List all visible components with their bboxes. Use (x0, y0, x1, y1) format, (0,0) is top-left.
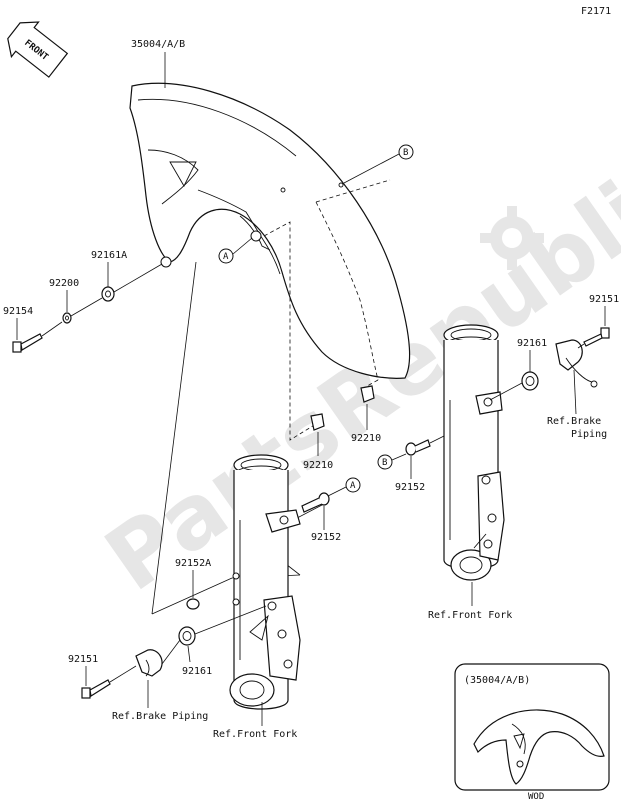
label-ref-front-fork-right: Ref.Front Fork (428, 610, 512, 621)
label-92152-b: 92152 (395, 482, 425, 493)
label-92151-lower: 92151 (68, 654, 98, 665)
label-92151-right: 92151 (589, 294, 619, 305)
label-92161-lower: 92161 (182, 666, 212, 677)
label-ref-brake-piping-left: Ref.Brake Piping (112, 711, 208, 722)
bolt-92152-b (405, 439, 431, 456)
label-92161a: 92161A (91, 250, 127, 261)
marker-a-fender-label: A (223, 252, 229, 262)
label-fender: 35004/A/B (131, 39, 185, 50)
gear-icon (480, 206, 544, 270)
label-92210-center: 92210 (303, 460, 333, 471)
figure-code: F2171 (581, 6, 611, 17)
bolt-92151-right (583, 327, 610, 347)
collar-92161a (101, 286, 115, 302)
label-ref-brake-right-1: Ref.Brake (547, 416, 601, 427)
label-92152-a: 92152 (311, 532, 341, 543)
marker-a-fork-label: A (350, 481, 356, 491)
inset-title: (35004/A/B) (464, 675, 530, 686)
brake-clamp-left (135, 649, 163, 677)
label-92154: 92154 (3, 306, 33, 317)
inset-caption: WOD (528, 792, 544, 800)
label-92152a: 92152A (175, 558, 211, 569)
front-fork-left (229, 454, 301, 710)
collar-92161-lower (178, 626, 196, 646)
marker-a-fender (218, 248, 234, 264)
bolt-92151-lower (81, 679, 111, 699)
label-ref-front-fork-left: Ref.Front Fork (213, 729, 297, 740)
marker-b-fork (377, 454, 393, 470)
inset-box: (35004/A/B) WOD (454, 663, 610, 800)
label-92210-right: 92210 (351, 433, 381, 444)
clip-92210-right (360, 385, 375, 403)
collar-92152a (186, 598, 200, 610)
marker-a-fork (345, 477, 361, 493)
front-fork-right (443, 324, 505, 581)
bolt-92152-a (301, 492, 330, 513)
front-arrow-icon: FRONT (7, 21, 69, 78)
washer-92200 (62, 312, 72, 324)
marker-b-fork-label: B (382, 458, 387, 468)
label-92200: 92200 (49, 278, 79, 289)
marker-b-top-label: B (403, 148, 408, 158)
collar-92161-right (521, 371, 539, 391)
inset-fender (473, 709, 605, 785)
marker-b-top (398, 144, 414, 160)
brake-clamp-right (555, 339, 598, 388)
clip-92210-center (310, 413, 325, 431)
label-ref-brake-right-2: Piping (571, 429, 607, 440)
front-fender (129, 82, 411, 381)
label-92161-right: 92161 (517, 338, 547, 349)
bolt-92154 (12, 333, 43, 353)
